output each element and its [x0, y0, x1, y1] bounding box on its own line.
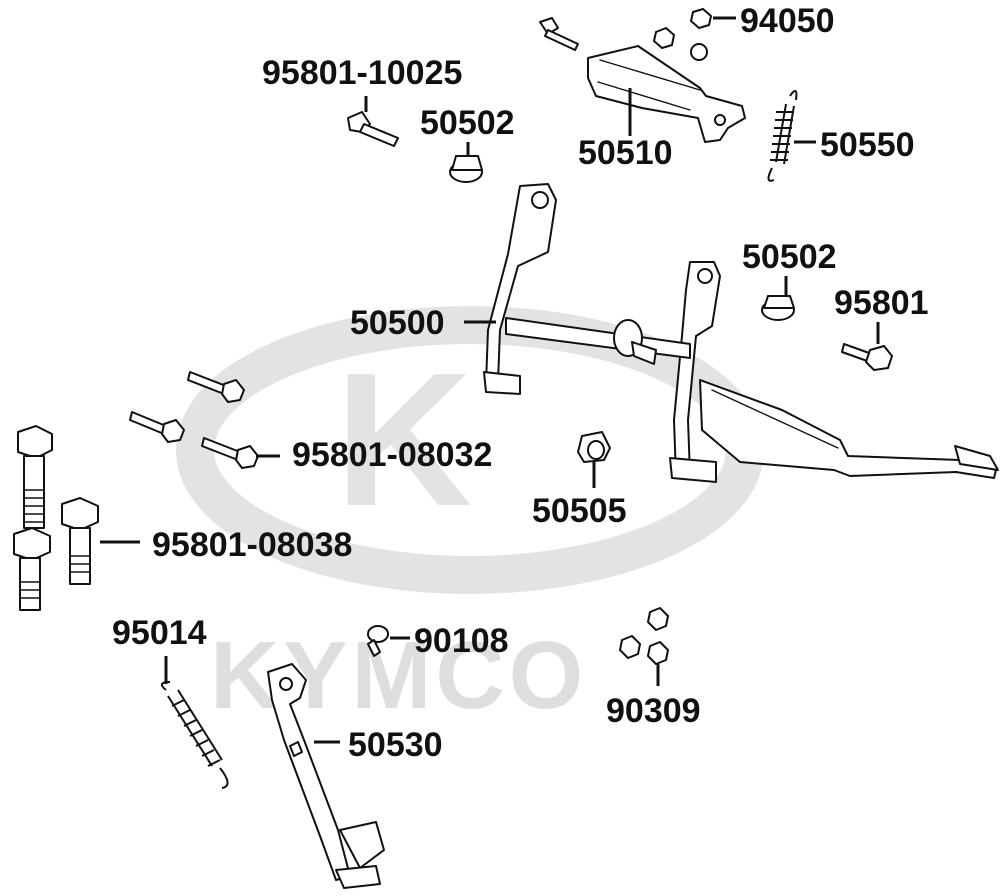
part-95801-bolt [841, 343, 893, 371]
label-50550: 50550 [820, 126, 915, 164]
part-50510-bracket [587, 45, 746, 143]
part-95014-spring [160, 681, 229, 789]
watermark-logo-letter: K [335, 334, 472, 546]
part-50500-main-stand [483, 183, 999, 483]
label-50500: 50500 [350, 304, 445, 342]
part-95801-10025-bolt [347, 111, 399, 147]
label-95801: 95801 [834, 284, 929, 322]
part-95801-08032-bolts [129, 371, 259, 469]
part-50502-collar-top [449, 155, 483, 183]
part-50550-spring [767, 89, 798, 182]
label-50510: 50510 [578, 134, 673, 172]
part-95801-08038-bolts [13, 425, 99, 611]
label-95801-08038: 95801-08038 [152, 526, 352, 564]
label-94050: 94050 [740, 2, 835, 40]
label-50505: 50505 [532, 492, 627, 530]
label-50502-right: 50502 [742, 238, 837, 276]
label-95014: 95014 [112, 614, 207, 652]
part-50502-collar-right [761, 295, 795, 321]
part-50505-rubber [577, 431, 611, 463]
part-90309-nuts [619, 607, 669, 665]
label-90108: 90108 [414, 622, 509, 660]
label-95801-08032: 95801-08032 [292, 436, 492, 474]
label-50502-top: 50502 [420, 104, 515, 142]
label-95801-10025: 95801-10025 [262, 54, 462, 92]
part-50530-side-stand [267, 663, 385, 889]
part-90108-pin [367, 625, 389, 657]
label-90309: 90309 [606, 692, 701, 730]
part-94050-hardware [539, 8, 712, 61]
label-50530: 50530 [348, 726, 443, 764]
